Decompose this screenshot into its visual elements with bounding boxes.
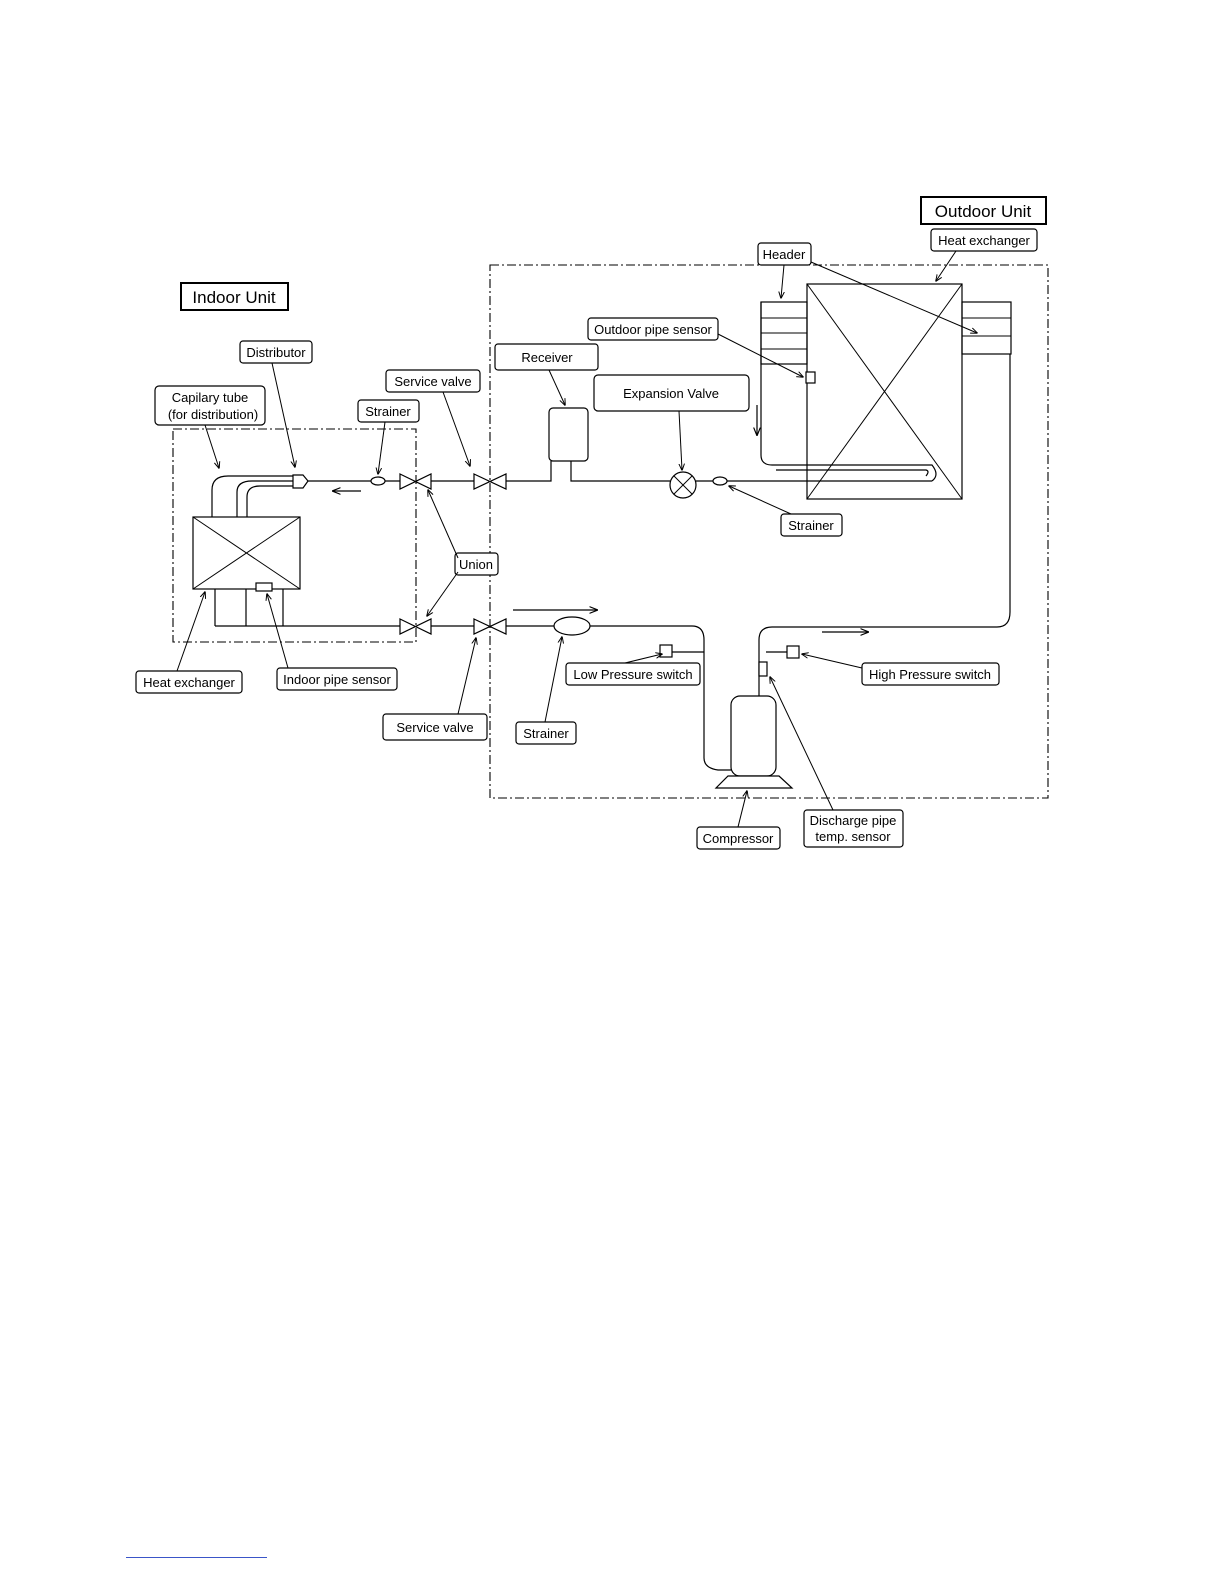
- service-valve-bottom: [473, 618, 507, 635]
- indoor-pipe-sensor-symbol: [255, 582, 273, 592]
- footer-rule: [126, 1557, 267, 1558]
- label-strainer-indoor: Strainer: [357, 399, 420, 474]
- svg-text:Header: Header: [763, 247, 806, 262]
- svg-text:Outdoor pipe sensor: Outdoor pipe sensor: [594, 322, 712, 337]
- label-low-pressure-switch: Low Pressure switch: [565, 654, 701, 686]
- indoor-unit-boundary: [172, 428, 417, 643]
- label-compressor: Compressor: [696, 791, 781, 850]
- svg-text:Distributor: Distributor: [246, 345, 306, 360]
- svg-text:(for distribution): (for distribution): [168, 407, 258, 422]
- label-heat-exchanger-indoor: Heat exchanger: [135, 592, 243, 694]
- svg-text:Service valve: Service valve: [396, 720, 473, 735]
- svg-text:temp. sensor: temp. sensor: [815, 829, 891, 844]
- indoor-unit-title: Indoor Unit: [180, 282, 289, 311]
- svg-text:Heat exchanger: Heat exchanger: [143, 675, 235, 690]
- label-service-valve-bottom: Service valve: [382, 638, 488, 741]
- expansion-valve-symbol: [669, 471, 697, 499]
- label-expansion-valve: Expansion Valve: [593, 374, 750, 470]
- union-valve-top: [399, 473, 432, 490]
- svg-text:Capilary tube: Capilary tube: [172, 390, 249, 405]
- label-distributor: Distributor: [239, 340, 313, 467]
- svg-text:Expansion Valve: Expansion Valve: [623, 386, 719, 401]
- svg-text:Strainer: Strainer: [523, 726, 569, 741]
- label-strainer-bottom: Strainer: [515, 637, 577, 745]
- outdoor-heat-exchanger: [806, 283, 963, 500]
- svg-text:Low Pressure switch: Low Pressure switch: [573, 667, 692, 682]
- suction-strainer-symbol: [553, 616, 591, 636]
- outdoor-strainer-symbol: [712, 476, 728, 486]
- discharge-sensor-symbol: [758, 661, 768, 677]
- svg-text:Outdoor Unit: Outdoor Unit: [935, 202, 1032, 221]
- svg-text:Strainer: Strainer: [788, 518, 834, 533]
- svg-text:Union: Union: [459, 557, 493, 572]
- label-discharge-pipe-sensor: Discharge pipe temp. sensor: [770, 677, 904, 848]
- label-header: Header: [757, 242, 977, 333]
- outdoor-pipe-sensor-symbol: [805, 371, 816, 384]
- label-outdoor-pipe-sensor: Outdoor pipe sensor: [587, 317, 803, 377]
- svg-text:Service valve: Service valve: [394, 374, 471, 389]
- service-valve-top: [473, 473, 507, 490]
- outdoor-unit-title: Outdoor Unit: [920, 196, 1047, 225]
- indoor-strainer-symbol: [370, 476, 386, 486]
- compressor-symbol: [714, 695, 794, 789]
- svg-text:Compressor: Compressor: [703, 831, 774, 846]
- header-right: [961, 301, 1012, 355]
- header-left: [760, 301, 808, 365]
- high-pressure-switch-symbol: [786, 645, 800, 659]
- svg-text:Heat exchanger: Heat exchanger: [938, 233, 1030, 248]
- label-union: Union: [427, 490, 499, 616]
- svg-text:High Pressure switch: High Pressure switch: [869, 667, 991, 682]
- label-high-pressure-switch: High Pressure switch: [802, 654, 1000, 686]
- svg-text:Indoor pipe sensor: Indoor pipe sensor: [283, 672, 391, 687]
- label-indoor-pipe-sensor: Indoor pipe sensor: [267, 594, 398, 691]
- label-capillary-tube: Capilary tube (for distribution): [154, 385, 266, 468]
- svg-text:Discharge pipe: Discharge pipe: [810, 813, 897, 828]
- label-strainer-outdoor: Strainer: [729, 486, 843, 537]
- label-receiver: Receiver: [494, 343, 599, 405]
- receiver-symbol: [548, 407, 589, 462]
- label-heat-exchanger-outdoor: Heat exchanger: [930, 228, 1038, 281]
- low-pressure-switch-symbol: [659, 644, 673, 658]
- svg-text:Strainer: Strainer: [365, 404, 411, 419]
- distributor-symbol: [292, 474, 309, 489]
- svg-text:Indoor Unit: Indoor Unit: [192, 288, 275, 307]
- svg-text:Receiver: Receiver: [521, 350, 573, 365]
- indoor-heat-exchanger: [192, 516, 301, 590]
- union-valve-bottom: [399, 618, 432, 635]
- label-service-valve-top: Service valve: [385, 369, 481, 466]
